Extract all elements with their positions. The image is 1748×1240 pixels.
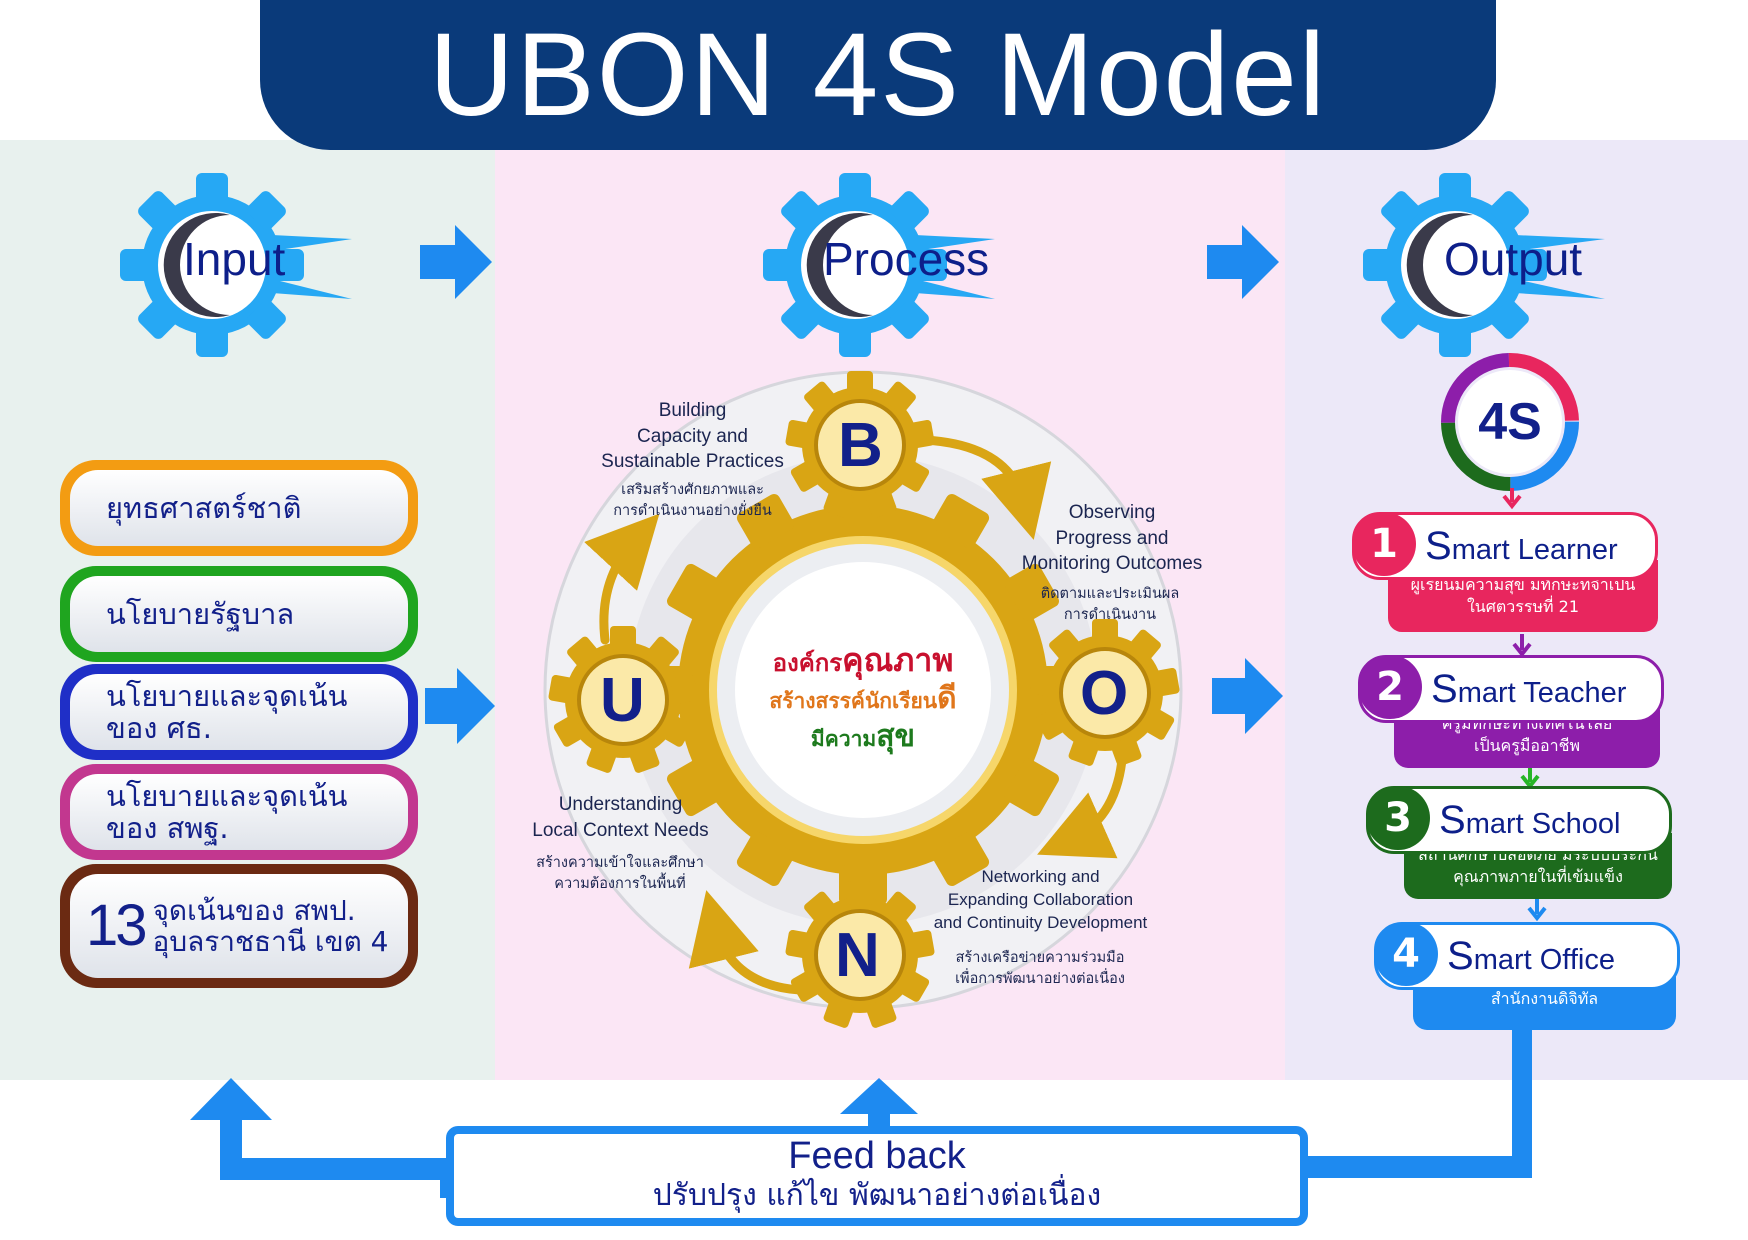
u-caption-th: สร้างความเข้าใจและศึกษา ความต้องการในพื้… (536, 855, 704, 893)
n-caption-th: สร้างเครือข่ายความร่วมมือ เพื่อการพัฒนาอ… (955, 950, 1125, 988)
gear-letter-b: B (838, 411, 883, 480)
feedback-title: Feed back (788, 1135, 966, 1177)
step-number: 3 (1366, 786, 1430, 850)
stage-process-label: Process (823, 233, 990, 285)
slogan-text: ดี (937, 681, 957, 716)
slogan-text: คุณภาพ (842, 641, 954, 679)
gear-letter-o: O (1080, 659, 1129, 728)
input-item-label: ยุทธศาสตร์ชาติ (70, 470, 408, 546)
gear-icon (763, 173, 995, 357)
step-title-rest: mart Learner (1451, 533, 1618, 566)
stage-input-label: Input (183, 233, 286, 285)
arrow-right-icon (420, 225, 1283, 744)
step-title-rest: mart Office (1473, 943, 1615, 976)
step-number: 4 (1374, 922, 1438, 986)
input-item-label: นโยบายรัฐบาล (70, 576, 408, 652)
step-title-rest: mart School (1465, 807, 1621, 840)
gear-letter-n: N (835, 921, 880, 990)
input-item: ยุทธศาสตร์ชาติ (60, 460, 418, 556)
title-bar: UBON 4S Model (260, 0, 1496, 150)
gear-letter-u: U (600, 666, 645, 735)
o-caption-th: ติดตามและประเมินผล การดำเนินงาน (1040, 586, 1180, 624)
badge-ring (1441, 353, 1579, 491)
gear-icon (120, 173, 352, 357)
input-item-content: 13 จุดเน้นของ สพป. อุบลราชธานี เขต 4 (70, 874, 408, 978)
input-item: นโยบายและจุดเน้น ของ ศธ. (60, 664, 418, 760)
slogan-text: สร้างสรรค์นักเรียน (769, 689, 938, 713)
input-item: 13 จุดเน้นของ สพป. อุบลราชธานี เขต 4 (60, 864, 418, 988)
input-item-label: นโยบายและจุดเน้น ของ สพฐ. (70, 774, 408, 850)
slogan-text: สุข (876, 718, 916, 754)
input-item: นโยบายและจุดเน้น ของ สพฐ. (60, 764, 418, 860)
b-caption-th: เสริมสร้างศักยภาพและ การดำเนินงานอย่างยั… (613, 482, 772, 520)
step-number: 2 (1358, 655, 1422, 719)
input-item-label: นโยบายและจุดเน้น ของ ศธ. (70, 674, 408, 750)
feedback-box: Feed back ปรับปรุง แก้ไข พัฒนาอย่างต่อเน… (454, 1135, 1300, 1214)
n-caption-en: Networking and Expanding Collaboration a… (933, 867, 1148, 932)
input-item: นโยบายรัฐบาล (60, 566, 418, 662)
step-title-initial: S (1439, 797, 1466, 842)
input-item-label: จุดเน้นของ สพป. อุบลราชธานี เขต 4 (152, 893, 389, 958)
step-number: 1 (1352, 512, 1416, 576)
gear-icon (1363, 173, 1605, 357)
step-title-initial: S (1425, 523, 1452, 568)
slogan-text: มีความ (810, 726, 877, 751)
feedback-subtitle: ปรับปรุง แก้ไข พัฒนาอย่างต่อเนื่อง (652, 1177, 1102, 1213)
center-slogan: องค์กรคุณภาพ สร้างสรรค์นักเรียนดี มีความ… (740, 640, 986, 755)
page-title: UBON 4S Model (428, 9, 1328, 141)
b-caption-en: Building Capacity and Sustainable Practi… (601, 400, 784, 473)
step-title-rest: mart Teacher (1457, 676, 1627, 709)
step-title-initial: S (1447, 933, 1474, 978)
4s-badge: 4S (1478, 393, 1542, 451)
step-title-initial: S (1431, 666, 1458, 711)
stage-output-label: Output (1444, 233, 1583, 285)
slogan-text: องค์กร (772, 649, 843, 677)
u-caption-en: Understanding Local Context Needs (532, 794, 709, 841)
input-item-number: 13 (86, 892, 147, 958)
o-caption-en: Observing Progress and Monitoring Outcom… (1021, 502, 1203, 575)
